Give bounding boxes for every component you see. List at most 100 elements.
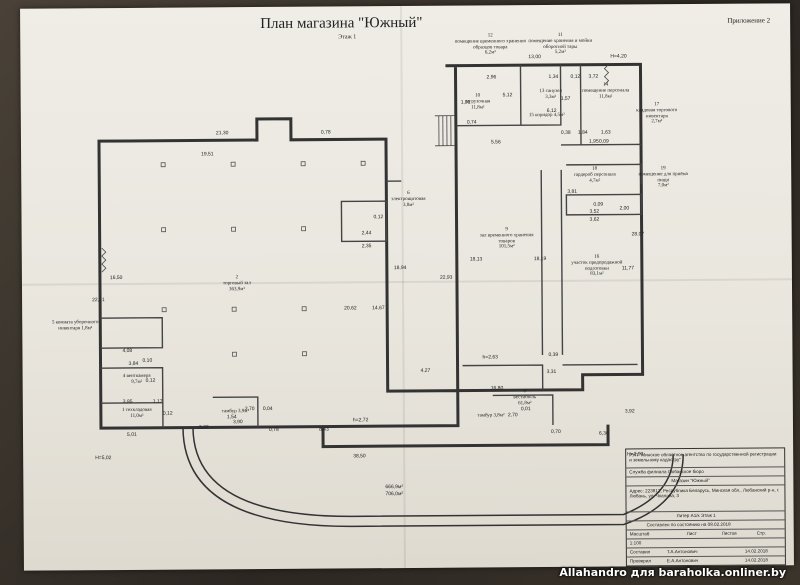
dimension-label: h=2,72 bbox=[352, 417, 369, 424]
dimension-label: 22,21 bbox=[92, 297, 105, 304]
floor-label: Этаж 1 bbox=[338, 34, 357, 41]
dimension-label: 11,77 bbox=[621, 265, 635, 272]
dimension-label: 6,12 bbox=[546, 107, 557, 115]
dimension-label: 6,30 bbox=[599, 430, 609, 437]
dimension-label: H=4,20 bbox=[610, 53, 627, 60]
dimension-label: 28,07 bbox=[631, 231, 645, 238]
dimension-label: 0,10 bbox=[142, 357, 153, 364]
dimension-label: 1,34 bbox=[548, 73, 559, 81]
appendix-label: Приложение 2 bbox=[727, 16, 771, 25]
dimension-label: 2,70 bbox=[244, 406, 255, 413]
dimension-label: 4,27 bbox=[420, 367, 431, 374]
dimension-label: 20,62 bbox=[344, 305, 357, 312]
dimension-label: 13,00 bbox=[528, 54, 541, 61]
floor-plan-sheet: { "title": "План магазина \"Южный\"", "a… bbox=[20, 3, 794, 571]
stamp-col-page: Стр. bbox=[756, 530, 767, 536]
dimension-label: 1,63 bbox=[600, 129, 611, 136]
stamp-col-lists: Листов bbox=[721, 530, 737, 536]
dimension-label: 0,04 bbox=[262, 405, 273, 413]
dimension-label: 3,92 bbox=[624, 408, 635, 415]
dimension-label: 0,74 bbox=[466, 119, 477, 126]
dimension-label: 3,85 bbox=[122, 398, 133, 405]
dimension-label: 2,44 bbox=[361, 230, 372, 237]
dimension-label: 0,12 bbox=[373, 214, 384, 221]
stamp-date-1: 14.02.2018 bbox=[744, 548, 768, 554]
dimension-label: 1,84 bbox=[577, 129, 588, 136]
dimension-label: 0,09 bbox=[593, 201, 604, 208]
dimension-label: 0,12 bbox=[570, 73, 581, 80]
dimension-label: 2,35 bbox=[361, 243, 372, 250]
dimension-label: 18,13 bbox=[469, 256, 483, 263]
dimension-label: 1,17 bbox=[152, 398, 163, 405]
dimension-label: 14,67 bbox=[372, 305, 385, 312]
stamp-scale: 1:100 bbox=[629, 540, 642, 546]
dimension-label: 0,12 bbox=[162, 410, 173, 417]
dimension-label: h=2,63 bbox=[482, 354, 498, 361]
dimension-label: 5,56 bbox=[490, 139, 501, 146]
watermark: Allahandro для baraholka.onliner.by bbox=[559, 566, 786, 579]
dimension-label: 3,62 bbox=[589, 216, 600, 223]
dimension-label: 3,52 bbox=[589, 208, 600, 215]
stamp-date-2: 14.02.2018 bbox=[744, 557, 768, 563]
dimension-label: 16,50 bbox=[109, 274, 123, 282]
dimension-label: 3,32 bbox=[198, 424, 209, 431]
stamp-name-1: Т.А.Антонович bbox=[666, 548, 698, 555]
dimension-label: H=5,02 bbox=[95, 455, 112, 462]
dimension-label: 18,94 bbox=[393, 265, 407, 272]
dimension-label: 0,12 bbox=[145, 377, 156, 384]
dimension-label: 0,78 bbox=[268, 426, 279, 433]
dimension-label: 3,72 bbox=[588, 73, 599, 80]
dimension-label: 1,91 bbox=[460, 99, 471, 106]
stamp-role-2: Проверил bbox=[629, 558, 652, 564]
dimension-label: 0,38 bbox=[560, 129, 571, 136]
dimension-label: 2,00 bbox=[619, 205, 630, 212]
title-block: РУП "Минское областное агентство по госу… bbox=[625, 447, 786, 567]
dimension-label: 18,19 bbox=[533, 256, 547, 263]
stamp-sheet: Литер А1/к Этаж 1 bbox=[676, 512, 716, 519]
dimension-label: 21,30 bbox=[215, 130, 229, 137]
dimension-label: 0,01 bbox=[520, 406, 531, 413]
stamp-address: Адрес: 223812, Республика Беларусь, Минс… bbox=[629, 487, 780, 499]
stamp-object: Магазин "Южный" bbox=[671, 477, 710, 484]
dimension-label: 1,95 bbox=[588, 138, 599, 145]
dimension-label: 2,70 bbox=[507, 412, 518, 419]
stamp-col-list: Лист bbox=[686, 530, 697, 537]
stamp-date-line: Составлен по состоянию на 08.02.2018 bbox=[646, 521, 731, 528]
stamp-name-2: Е.А.Антонович bbox=[666, 557, 699, 564]
dimension-label: 16,80 bbox=[490, 385, 504, 392]
stamp-role-1: Составил bbox=[629, 549, 651, 555]
dimension-label: 0,09 bbox=[598, 138, 609, 145]
dimension-label: 3,84 bbox=[128, 360, 139, 367]
dimension-label: 22,93 bbox=[439, 274, 453, 281]
room-7: тамбур 3,8м² bbox=[477, 413, 505, 419]
stamp-dept: Служба филиала Любанское бюро bbox=[629, 468, 704, 475]
dimension-label: 3,90 bbox=[232, 419, 243, 426]
dimension-label: 38,50 bbox=[353, 453, 366, 460]
floor-plan-drawing bbox=[97, 62, 684, 528]
dimension-label: 2,96 bbox=[486, 74, 497, 81]
dimension-label: 4,08 bbox=[122, 347, 133, 354]
dimension-label: 19,51 bbox=[201, 151, 214, 158]
stamp-col-scale: Масштаб bbox=[629, 531, 650, 537]
dimension-label: 8,43 bbox=[318, 426, 329, 433]
dimension-label: 0,78 bbox=[320, 129, 331, 136]
dimension-label: 0,70 bbox=[550, 428, 561, 435]
dimension-label: 1,57 bbox=[560, 95, 571, 102]
stamp-org: РУП "Минское областное агентство по госу… bbox=[629, 451, 777, 463]
dimension-label: 3,81 bbox=[567, 188, 578, 195]
dimension-label: 5,01 bbox=[127, 431, 137, 438]
